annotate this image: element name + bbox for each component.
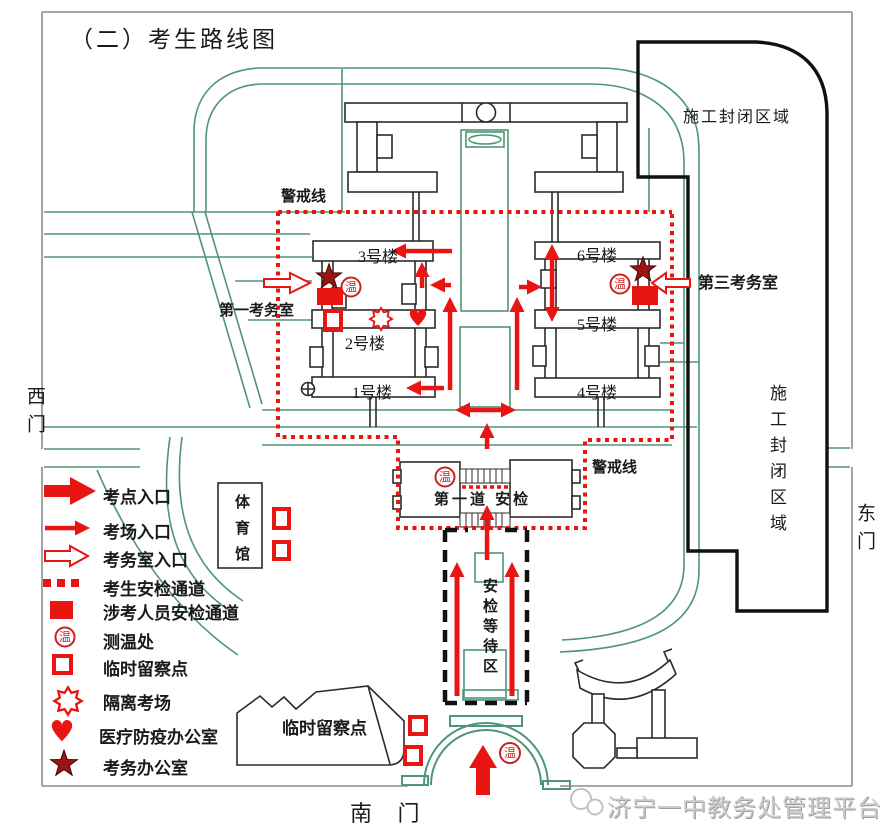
legend-item-candidate-channel: 考生安检通道 <box>103 580 205 599</box>
svg-text:温: 温 <box>439 470 451 484</box>
west-gate-label: 西门 <box>24 386 45 442</box>
legend-hollow-arrow-icon <box>44 544 91 568</box>
legend-hollow-square-icon <box>52 654 73 675</box>
gym-building <box>217 482 263 569</box>
gym-label: 体育馆 <box>233 494 249 572</box>
wait-area-arrows <box>449 562 520 696</box>
building-6-label: 6号楼 <box>576 248 618 265</box>
security-wait-area-boundary <box>442 527 530 706</box>
first-exam-office-label: 第一考务室 <box>219 302 295 319</box>
first-security-check-label: 第一道 安检 <box>434 491 532 508</box>
construction-zone-label-right: 施工封闭区域 <box>767 384 786 540</box>
temp-stamp: 温 <box>499 742 521 764</box>
legend-item-office-entrance: 考务室入口 <box>103 551 188 570</box>
isolation-marks <box>368 306 394 332</box>
legend-temp-stamp-icon: 温 <box>54 626 76 648</box>
temp-stamp: 温 <box>434 466 456 488</box>
south-gate-label: 南 门 <box>350 801 430 826</box>
security-wait-area-label: 安检等待区 <box>481 578 498 678</box>
cordon-line-label-1: 警戒线 <box>281 188 327 205</box>
office-entrance-arrows <box>263 271 691 295</box>
legend-dotted-line-icon <box>43 579 79 587</box>
wechat-icon <box>570 788 604 816</box>
legend-solid-square-icon <box>50 601 73 619</box>
temp-stamp: 温 <box>609 273 631 295</box>
bottom-right-building <box>572 648 698 769</box>
observation-point-label: 临时留察点 <box>282 719 367 738</box>
building-2-label: 2号楼 <box>344 336 386 353</box>
temp-stamp: 温 <box>340 276 362 298</box>
first-office-arrow <box>263 271 313 295</box>
legend-thick-arrow-icon <box>44 477 96 505</box>
building-5 <box>534 309 661 329</box>
observation-marks <box>272 309 428 766</box>
legend-thin-arrow-icon <box>45 520 90 536</box>
page-title: （二）考生路线图 <box>70 27 278 52</box>
page-border <box>41 11 853 787</box>
construction-zone-boundary <box>636 40 829 613</box>
legend-item-medical-office: 医疗防疫办公室 <box>99 728 218 747</box>
cordon-line-label-2: 警戒线 <box>592 459 638 476</box>
legend-item-observation: 临时留察点 <box>103 660 188 679</box>
route-arrows <box>391 243 560 795</box>
legend-item-room-entrance: 考场入口 <box>103 523 171 542</box>
svg-text:温: 温 <box>345 280 357 294</box>
svg-text:温: 温 <box>59 630 71 644</box>
legend-item-isolation: 隔离考场 <box>103 694 171 713</box>
building-1-label: 1号楼 <box>351 385 393 402</box>
compass-icon <box>300 381 316 397</box>
legend-item-site-entrance: 考点入口 <box>103 488 171 507</box>
staff-channel-marks <box>317 286 658 305</box>
site-entrance-arrow <box>469 745 497 795</box>
third-office-arrow <box>650 271 691 295</box>
legend-symbols: 温 <box>43 477 96 777</box>
temp-check-stamps: 温 温 温 温 <box>340 273 631 764</box>
building-3-label: 3号楼 <box>357 249 399 266</box>
building-4-label: 4号楼 <box>576 385 618 402</box>
building-6 <box>534 241 661 260</box>
south-gate-arch <box>423 722 549 786</box>
east-gate-label: 东门 <box>854 503 875 559</box>
svg-text:温: 温 <box>614 277 626 291</box>
svg-text:温: 温 <box>504 746 516 760</box>
building-5-label: 5号楼 <box>576 317 618 334</box>
exam-office-stars <box>314 255 658 289</box>
legend-item-staff-channel: 涉考人员安检通道 <box>103 604 239 623</box>
candidate-security-channel <box>276 210 674 530</box>
medical-marks <box>409 308 427 326</box>
legend-starburst-icon <box>52 685 84 717</box>
watermark-text: 济宁一中教务处管理平台 <box>607 795 882 822</box>
legend-star-icon <box>49 748 79 777</box>
legend-item-temp-check: 测温处 <box>103 633 154 652</box>
legend-item-exam-office: 考务办公室 <box>103 759 188 778</box>
third-exam-office-label: 第三考务室 <box>698 275 779 292</box>
exam-room-arrow <box>391 243 560 560</box>
construction-zone-label-top: 施工封闭区域 <box>683 109 792 126</box>
legend-heart-icon <box>51 719 73 742</box>
